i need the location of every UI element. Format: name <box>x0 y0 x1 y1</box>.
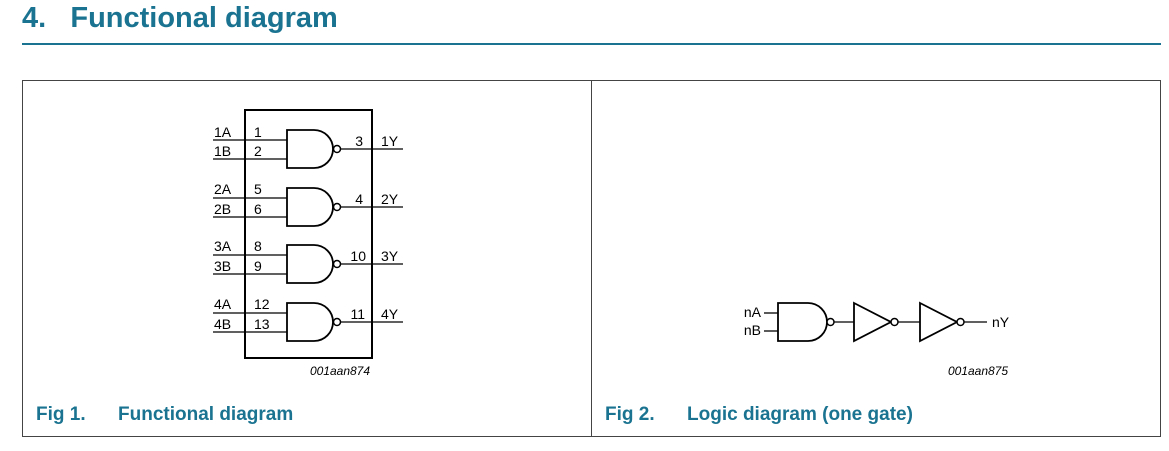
output-label: 1Y <box>381 133 399 149</box>
pin-a-number: 5 <box>254 181 262 197</box>
figure-code: 001aan875 <box>948 364 1008 378</box>
output-label: nY <box>992 314 1010 330</box>
input-a-label: nA <box>744 304 762 320</box>
pin-out-number: 3 <box>355 133 363 149</box>
nand-gate-icon <box>777 302 828 342</box>
input-b-label: 3B <box>214 258 231 274</box>
pin-b-number: 9 <box>254 258 262 274</box>
input-b-label: 1B <box>214 143 231 159</box>
caption-text: Logic diagram (one gate) <box>687 404 913 425</box>
gate-4: 4A 4B 12 13 11 4Y <box>213 296 403 342</box>
input-a-label: 1A <box>214 124 232 140</box>
pin-b-number: 6 <box>254 201 262 217</box>
input-a-label: 2A <box>214 181 232 197</box>
caption-number: Fig 2. <box>605 404 655 425</box>
input-b-label: nB <box>744 322 761 338</box>
inverter-2-icon <box>919 301 959 343</box>
input-a-label: 4A <box>214 296 232 312</box>
inverter-1-icon <box>853 301 893 343</box>
pin-a-number: 1 <box>254 124 262 140</box>
pin-a-number: 12 <box>254 296 270 312</box>
section-number: 4. <box>22 2 47 34</box>
output-label: 2Y <box>381 191 399 207</box>
section-title: Functional diagram <box>70 2 338 34</box>
logic-diagram: nA nB nY 001aan875 <box>744 301 1010 378</box>
pin-b-number: 13 <box>254 316 270 332</box>
section-heading: 4. Functional diagram <box>22 2 338 35</box>
gate-2: 2A 2B 5 6 4 2Y <box>213 181 403 227</box>
output-label: 3Y <box>381 248 399 264</box>
caption-text: Functional diagram <box>118 404 294 425</box>
section-rule <box>22 43 1161 45</box>
figure-1-panel: 1A 1B 1 2 3 1Y 2A 2B 5 6 4 2Y 3A <box>22 80 592 437</box>
functional-diagram: 1A 1B 1 2 3 1Y 2A 2B 5 6 4 2Y 3A <box>213 109 403 378</box>
input-a-label: 3A <box>214 238 232 254</box>
pin-b-number: 2 <box>254 143 262 159</box>
pin-a-number: 8 <box>254 238 262 254</box>
pin-out-number: 10 <box>350 248 366 264</box>
input-b-label: 4B <box>214 316 231 332</box>
ic-package-outline <box>244 109 373 359</box>
output-label: 4Y <box>381 306 399 322</box>
nand-gate-1-icon <box>286 129 334 169</box>
figure-2-panel: nA nB nY 001aan875 Fig 2. Logic diagram … <box>591 80 1161 437</box>
gate-3: 3A 3B 8 9 10 3Y <box>213 238 403 284</box>
gate-1: 1A 1B 1 2 3 1Y <box>213 124 403 169</box>
input-b-label: 2B <box>214 201 231 217</box>
nand-gate-2-icon <box>286 187 334 227</box>
pin-out-number: 11 <box>350 306 365 322</box>
caption-number: Fig 1. <box>36 404 86 425</box>
nand-gate-3-icon <box>286 244 334 284</box>
figure-code: 001aan874 <box>310 364 370 378</box>
nand-gate-4-icon <box>286 302 334 342</box>
pin-out-number: 4 <box>355 191 363 207</box>
